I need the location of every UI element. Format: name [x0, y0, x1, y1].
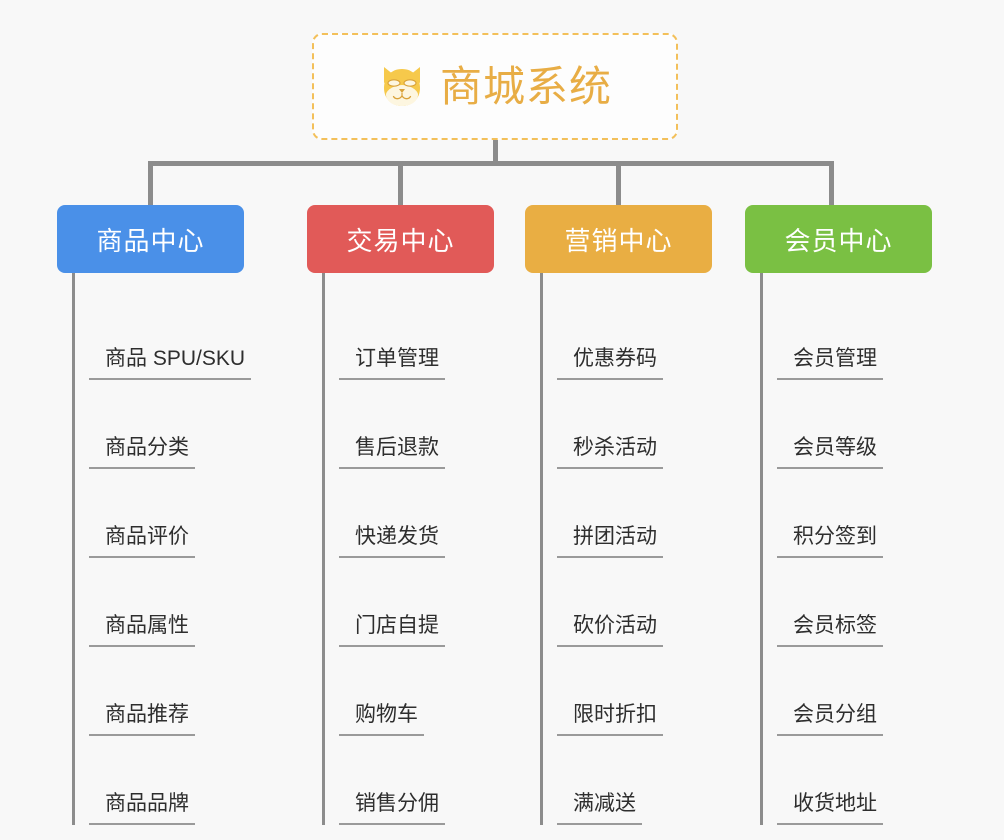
list-item[interactable]: 购物车	[325, 647, 557, 736]
list-item[interactable]: 满减送	[543, 736, 775, 825]
list-item[interactable]: 订单管理	[325, 291, 557, 380]
list-item[interactable]: 商品 SPU/SKU	[75, 291, 347, 380]
branch-column-3: 营销中心 优惠券码 秒杀活动 拼团活动 砍价活动 限时折扣 满减送	[525, 205, 775, 825]
leaf-label: 快递发货	[339, 520, 445, 558]
branch-column-4: 会员中心 会员管理 会员等级 积分签到 会员标签 会员分组 收货地址	[745, 205, 995, 825]
root-title: 商城系统	[439, 62, 612, 110]
leaf-label: 商品品牌	[89, 787, 195, 825]
list-item[interactable]: 拼团活动	[543, 469, 775, 558]
leaf-label: 秒杀活动	[557, 431, 663, 469]
list-item[interactable]: 限时折扣	[543, 647, 775, 736]
category-label-3: 营销中心	[564, 225, 673, 256]
list-item[interactable]: 门店自提	[325, 558, 557, 647]
list-item[interactable]: 商品品牌	[75, 736, 347, 825]
connector-drop-3	[616, 161, 621, 205]
list-item[interactable]: 销售分佣	[325, 736, 557, 825]
root-node[interactable]: 商城系统	[312, 33, 678, 140]
connector-drop-2	[398, 161, 403, 205]
list-item[interactable]: 商品分类	[75, 380, 347, 469]
list-item[interactable]: 会员分组	[763, 647, 995, 736]
leaf-label: 订单管理	[339, 342, 445, 380]
list-item[interactable]: 积分签到	[763, 469, 995, 558]
branch-column-2: 交易中心 订单管理 售后退款 快递发货 门店自提 购物车 销售分佣	[307, 205, 557, 825]
branch-items-3: 优惠券码 秒杀活动 拼团活动 砍价活动 限时折扣 满减送	[540, 273, 775, 825]
leaf-label: 会员管理	[777, 342, 883, 380]
list-item[interactable]: 优惠券码	[543, 291, 775, 380]
connector-stem	[493, 140, 498, 164]
leaf-label: 优惠券码	[557, 342, 663, 380]
branch-items-4: 会员管理 会员等级 积分签到 会员标签 会员分组 收货地址	[760, 273, 995, 825]
leaf-label: 砍价活动	[557, 609, 663, 647]
branch-column-1: 商品中心 商品 SPU/SKU 商品分类 商品评价 商品属性 商品推荐 商品品牌	[57, 205, 347, 825]
list-item[interactable]: 砍价活动	[543, 558, 775, 647]
list-item[interactable]: 收货地址	[763, 736, 995, 825]
leaf-label: 会员分组	[777, 698, 883, 736]
category-box-1[interactable]: 商品中心	[57, 205, 244, 273]
leaf-label: 门店自提	[339, 609, 445, 647]
leaf-label: 商品推荐	[89, 698, 195, 736]
list-item[interactable]: 售后退款	[325, 380, 557, 469]
leaf-label: 收货地址	[777, 787, 883, 825]
leaf-label: 商品属性	[89, 609, 195, 647]
leaf-label: 积分签到	[777, 520, 883, 558]
leaf-label: 售后退款	[339, 431, 445, 469]
list-item[interactable]: 会员标签	[763, 558, 995, 647]
category-label-4: 会员中心	[784, 225, 893, 256]
connector-drop-4	[829, 161, 834, 205]
branch-items-2: 订单管理 售后退款 快递发货 门店自提 购物车 销售分佣	[322, 273, 557, 825]
leaf-label: 会员等级	[777, 431, 883, 469]
category-label-1: 商品中心	[96, 225, 205, 256]
category-label-2: 交易中心	[346, 225, 455, 256]
list-item[interactable]: 商品评价	[75, 469, 347, 558]
leaf-label: 满减送	[557, 787, 642, 825]
list-item[interactable]: 会员管理	[763, 291, 995, 380]
leaf-label: 会员标签	[777, 609, 883, 647]
leaf-label: 商品 SPU/SKU	[89, 342, 252, 380]
leaf-label: 限时折扣	[557, 698, 663, 736]
list-item[interactable]: 秒杀活动	[543, 380, 775, 469]
leaf-label: 商品评价	[89, 520, 195, 558]
list-item[interactable]: 快递发货	[325, 469, 557, 558]
leaf-label: 购物车	[339, 698, 424, 736]
connector-drop-1	[148, 161, 153, 205]
list-item[interactable]: 商品推荐	[75, 647, 347, 736]
category-box-4[interactable]: 会员中心	[745, 205, 932, 273]
shiba-dog-face-icon	[383, 66, 420, 106]
leaf-label: 销售分佣	[339, 787, 445, 825]
list-item[interactable]: 商品属性	[75, 558, 347, 647]
leaf-label: 商品分类	[89, 431, 195, 469]
category-box-3[interactable]: 营销中心	[525, 205, 712, 273]
category-box-2[interactable]: 交易中心	[307, 205, 494, 273]
list-item[interactable]: 会员等级	[763, 380, 995, 469]
branch-items-1: 商品 SPU/SKU 商品分类 商品评价 商品属性 商品推荐 商品品牌	[72, 273, 347, 825]
connector-horizontal-bar	[148, 161, 834, 166]
leaf-label: 拼团活动	[557, 520, 663, 558]
